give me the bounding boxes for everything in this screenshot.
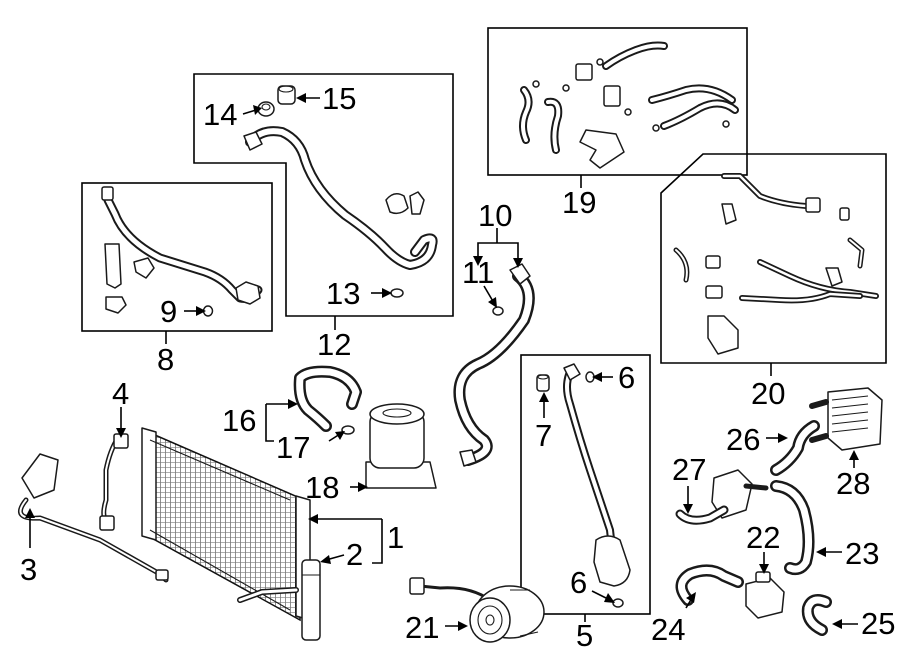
group-box-19 xyxy=(487,27,748,176)
part-22-water-valve xyxy=(745,571,785,619)
part-23-hose xyxy=(770,480,815,576)
part-17-o-ring xyxy=(341,425,355,435)
part-25-hose xyxy=(801,594,832,636)
callout-22: 22 xyxy=(746,520,780,555)
callout-2: 2 xyxy=(346,537,363,572)
part-27-valve-bracket xyxy=(675,469,769,525)
callout-7: 7 xyxy=(535,418,552,453)
callout-6-lower: 6 xyxy=(570,565,587,600)
part-20-hose-kit xyxy=(673,173,879,355)
callout-25: 25 xyxy=(861,606,895,641)
part-26-hose xyxy=(770,420,820,476)
callout-24: 24 xyxy=(651,612,685,647)
callout-4: 4 xyxy=(112,376,129,411)
callout-15: 15 xyxy=(322,81,356,116)
callout-9: 9 xyxy=(160,294,177,329)
callout-8: 8 xyxy=(157,342,174,377)
part-10-discharge-hose xyxy=(453,263,535,467)
part-4-line-bracket xyxy=(99,433,129,531)
callout-16: 16 xyxy=(222,403,256,438)
callout-leaders xyxy=(25,93,859,631)
part-18-receiver-drier xyxy=(365,403,437,489)
callout-10: 10 xyxy=(478,198,512,233)
callout-5: 5 xyxy=(576,618,593,653)
callout-14: 14 xyxy=(203,97,237,132)
callout-13: 13 xyxy=(326,276,360,311)
part-15-cap xyxy=(277,85,296,105)
group-box-20 xyxy=(660,153,887,364)
callout-21: 21 xyxy=(405,610,439,645)
part-28-oil-cooler xyxy=(809,387,883,451)
callout-27: 27 xyxy=(672,452,706,487)
callout-12: 12 xyxy=(317,327,351,362)
part-13-o-ring xyxy=(390,288,404,298)
group-box-8 xyxy=(81,182,273,332)
part-24-hose xyxy=(675,564,744,606)
callout-23: 23 xyxy=(845,536,879,571)
part-7-valve-core xyxy=(536,374,550,392)
part-19-hose-kit xyxy=(519,41,739,169)
callout-28: 28 xyxy=(836,466,870,501)
part-21-compressor xyxy=(409,577,545,643)
part-12-hose-assembly xyxy=(243,126,438,270)
callout-18: 18 xyxy=(305,470,339,505)
callout-labels: 1 2 3 4 5 6 6 7 8 9 10 11 12 13 14 15 16… xyxy=(20,81,895,653)
callout-20: 20 xyxy=(751,376,785,411)
callout-26: 26 xyxy=(726,422,760,457)
callout-11: 11 xyxy=(462,255,494,290)
part-6-o-ring-lower xyxy=(612,598,624,608)
group-box-12 xyxy=(193,73,454,317)
callout-19: 19 xyxy=(562,185,596,220)
callout-3: 3 xyxy=(20,552,37,587)
callout-6-upper: 6 xyxy=(618,360,635,395)
part-2-condenser-tank xyxy=(301,559,321,641)
callout-1: 1 xyxy=(387,520,404,555)
part-8-hose-assembly xyxy=(101,186,263,314)
callout-17: 17 xyxy=(276,430,310,465)
part-11-o-ring xyxy=(492,306,504,316)
part-16-hose xyxy=(293,365,362,432)
part-5-liquid-line xyxy=(563,363,631,587)
